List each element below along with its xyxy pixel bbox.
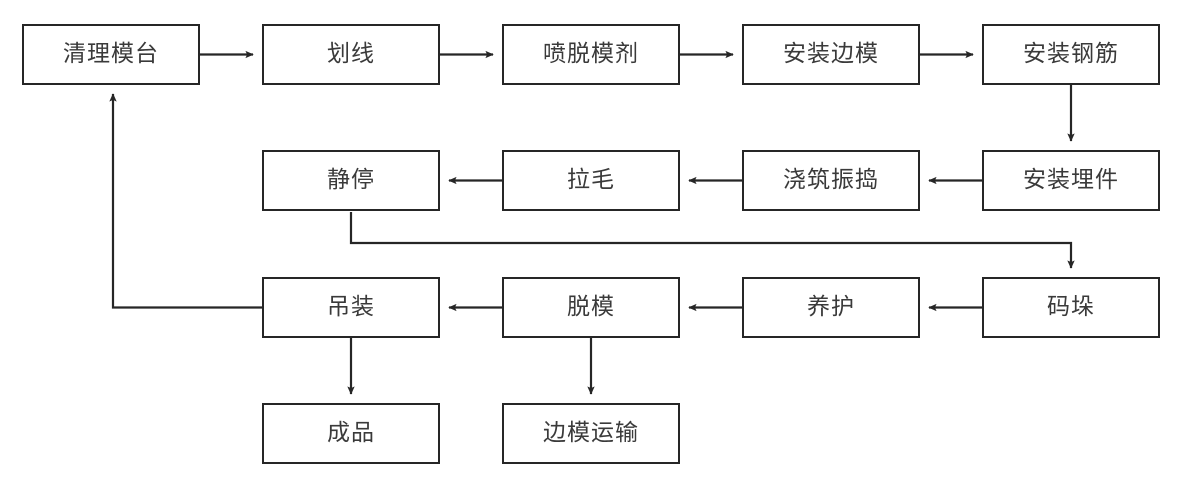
node-qingli-motai[interactable]: 清理模台 — [22, 24, 200, 85]
node-lamao[interactable]: 拉毛 — [502, 150, 680, 211]
node-huaxian[interactable]: 划线 — [262, 24, 440, 85]
node-diaozhuang[interactable]: 吊装 — [262, 277, 440, 338]
node-anzhuang-gangjin[interactable]: 安装钢筋 — [982, 24, 1160, 85]
node-jingting[interactable]: 静停 — [262, 150, 440, 211]
node-yanghu[interactable]: 养护 — [742, 277, 920, 338]
edge-n13-n1 — [109, 93, 262, 309]
node-bianmo-yunshu[interactable]: 边模运输 — [502, 403, 680, 464]
node-pentuomoji[interactable]: 喷脱模剂 — [502, 24, 680, 85]
node-jiaozhu-zhendao[interactable]: 浇筑振捣 — [742, 150, 920, 211]
edge-n9-n10 — [349, 212, 1075, 269]
node-anzhuang-bianmo[interactable]: 安装边模 — [742, 24, 920, 85]
node-anzhuang-maijian[interactable]: 安装埋件 — [982, 150, 1160, 211]
node-tuomo[interactable]: 脱模 — [502, 277, 680, 338]
node-chengpin[interactable]: 成品 — [262, 403, 440, 464]
node-maduo[interactable]: 码垛 — [982, 277, 1160, 338]
